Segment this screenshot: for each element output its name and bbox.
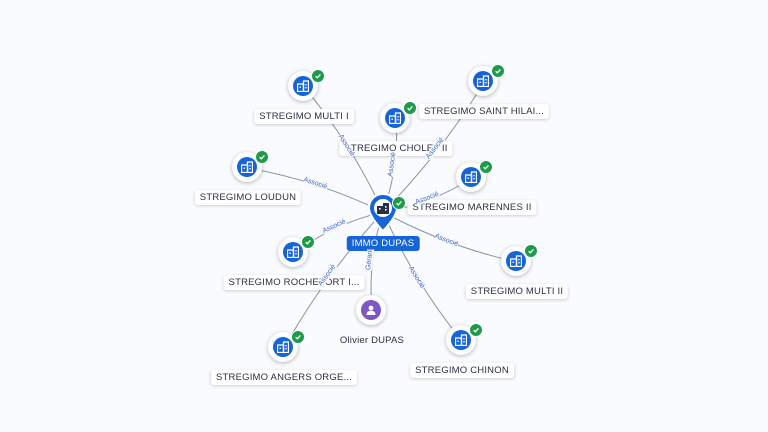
node-bubble[interactable] [380,103,410,133]
building-icon [451,330,471,350]
node-bubble[interactable] [456,162,486,192]
building-icon [237,157,257,177]
node-label: STREGIMO MULTI I [254,109,354,124]
verified-check-icon [469,323,483,337]
node-label: STREGIMO LOUDUN [194,190,302,205]
node-label: STREGIMO ANGERS ORGE... [210,370,358,385]
node-label: STREGIMO MARENNES II [407,200,537,215]
node-bubble[interactable] [501,246,531,276]
building-icon [283,242,303,262]
node-label: STREGIMO CHOLET II [339,141,453,156]
verified-check-icon [491,64,505,78]
verified-check-icon [291,330,305,344]
node-bubble[interactable] [356,295,386,325]
verified-check-icon [479,160,493,174]
building-icon [293,76,313,96]
node-label: Olivier DUPAS [339,335,405,346]
verified-check-icon [301,235,315,249]
node-label: STREGIMO MULTI II [465,284,569,299]
center-node-label: IMMO DUPAS [346,236,420,251]
node-label: STREGIMO ROCHEFORT I... [223,275,365,290]
verified-check-icon [311,69,325,83]
building-icon [473,71,493,91]
node-bubble[interactable] [468,66,498,96]
node-bubble[interactable] [232,152,262,182]
person-icon [361,300,381,320]
building-icon [506,251,526,271]
building-icon [273,337,293,357]
building-icon [461,167,481,187]
building-icon [385,108,405,128]
building-icon [377,203,389,214]
node-label: STREGIMO CHINON [410,363,514,378]
verified-check-icon [255,150,269,164]
verified-check-icon [392,196,406,210]
verified-check-icon [403,101,417,115]
verified-check-icon [524,244,538,258]
node-label: STREGIMO SAINT HILAI... [418,104,550,119]
